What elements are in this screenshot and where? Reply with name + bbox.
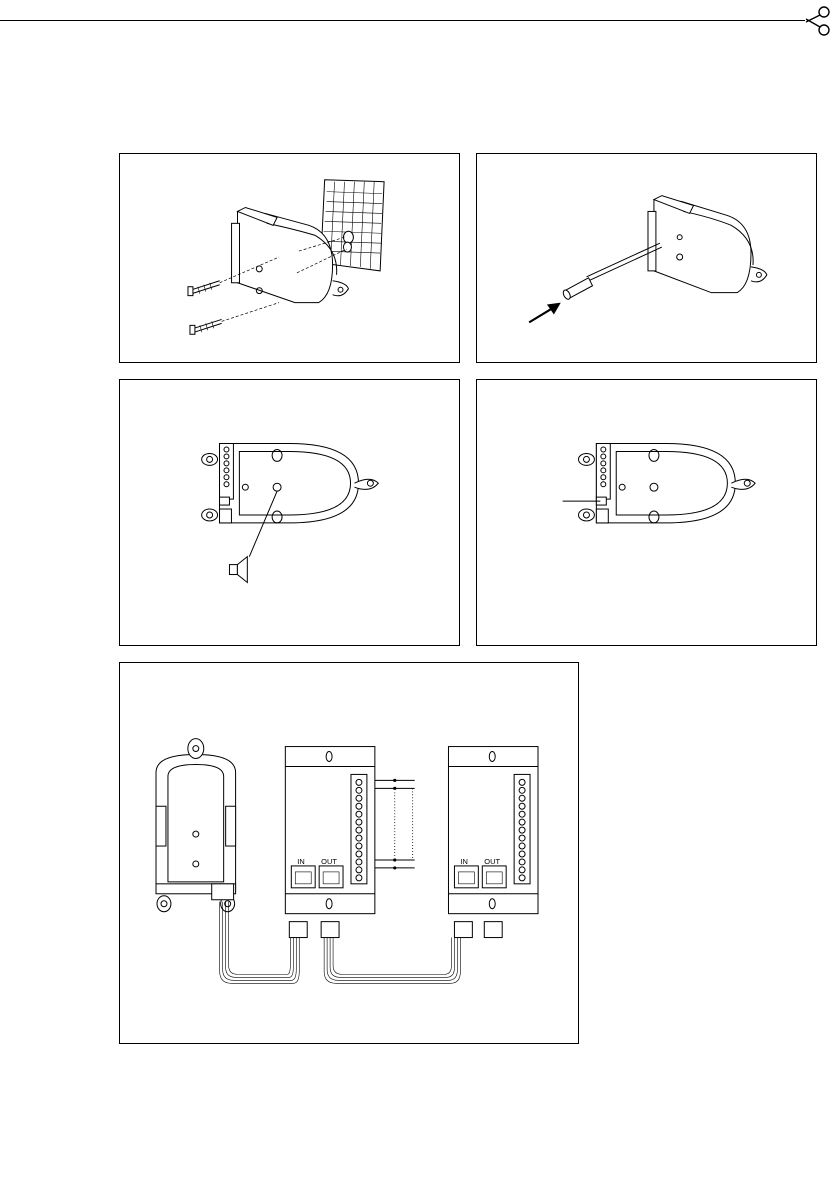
panel-mounting	[119, 153, 460, 363]
arrow-icon	[529, 303, 561, 323]
module-1-in-label: IN	[297, 857, 304, 866]
handset-unit	[156, 739, 236, 912]
wiring-diagram: IN OUT IN	[120, 663, 578, 1043]
unit-rear-view	[579, 444, 756, 523]
module-2: IN OUT	[448, 747, 538, 914]
module-1-in-port	[291, 866, 315, 888]
screwdriver-diagram	[477, 154, 816, 362]
module-2-in-label: IN	[460, 857, 467, 866]
cut-line	[0, 20, 805, 21]
module-2-out-label: OUT	[484, 857, 500, 866]
scissors-icon	[804, 4, 834, 38]
mounting-diagram	[120, 154, 459, 362]
screwdriver-icon	[562, 243, 662, 300]
module-1-out-label: OUT	[321, 857, 337, 866]
panel-screwdriver	[476, 153, 817, 363]
intercom-unit	[648, 196, 767, 293]
speaker-icon	[229, 557, 247, 583]
switch-diagram	[477, 380, 816, 645]
module-1: IN OUT	[285, 747, 375, 914]
panel-switch	[476, 379, 817, 646]
module-2-out-port	[482, 866, 506, 888]
speaker-adjust-diagram	[120, 380, 459, 645]
screw-icon-2	[190, 303, 279, 335]
module-2-in-port	[454, 866, 478, 888]
panel-wiring: IN OUT IN	[119, 662, 579, 1044]
module-1-out-port	[319, 866, 343, 888]
panel-speaker-adjust	[119, 379, 460, 646]
bus-wires	[375, 779, 415, 870]
unit-rear-view	[202, 444, 379, 523]
